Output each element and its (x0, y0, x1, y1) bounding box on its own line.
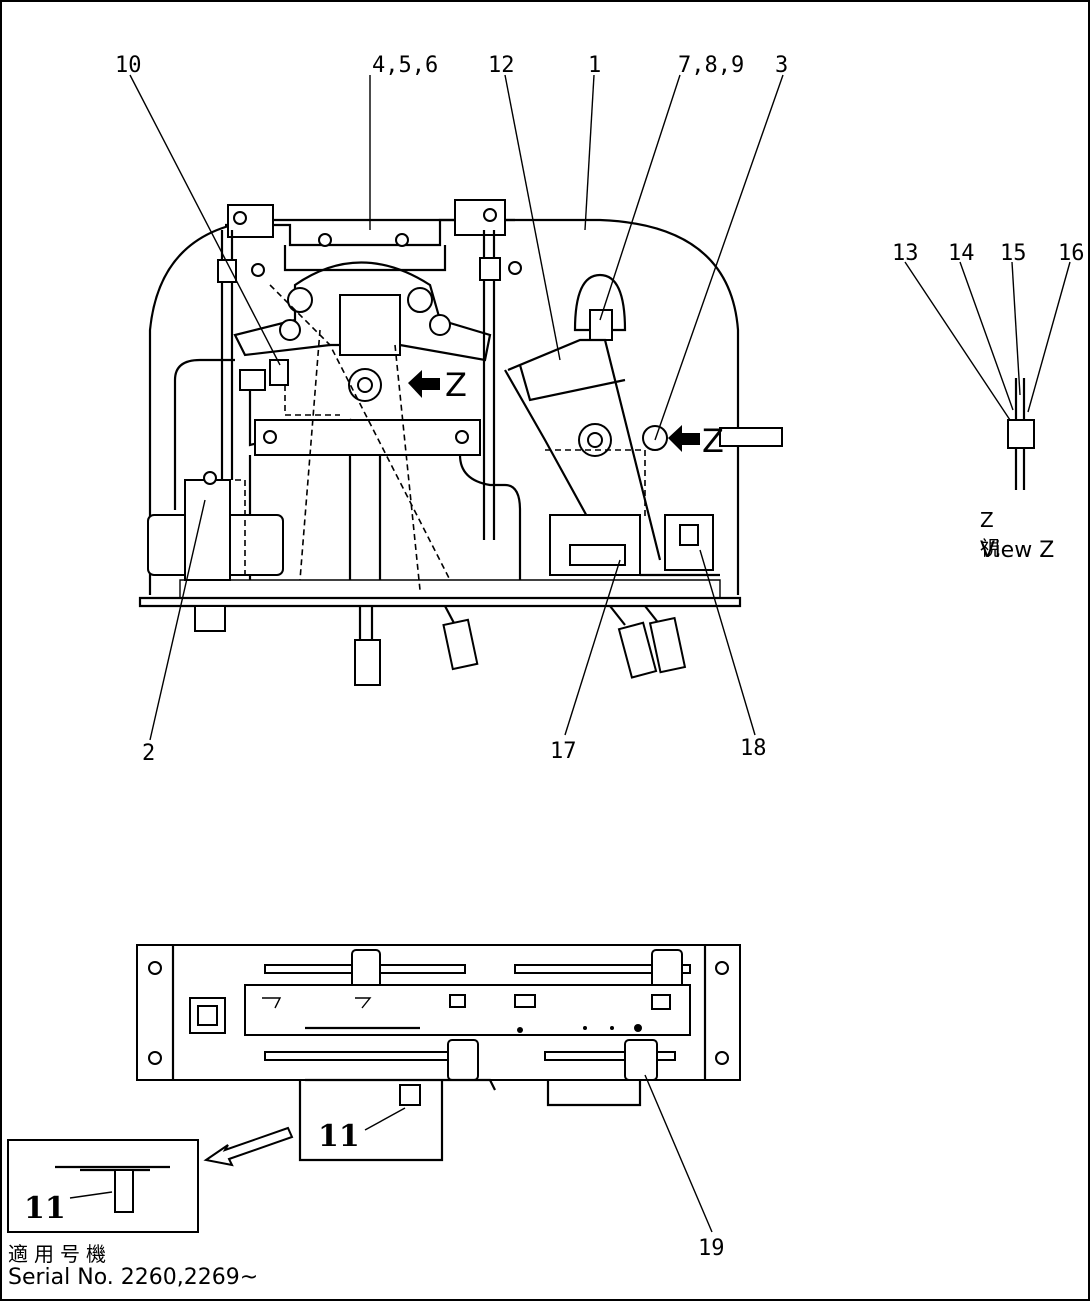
knob-3 (609, 605, 658, 679)
callout-19: 19 (698, 1236, 725, 1261)
main-assembly: Z Z (138, 199, 783, 686)
housing-outline (148, 218, 740, 595)
base-plate (138, 596, 742, 608)
applicability-label-jp: 適用号機 (8, 1242, 112, 1266)
knob-1 (354, 606, 381, 686)
slider-knob-4 (624, 1039, 658, 1081)
knob-4 (644, 605, 687, 674)
callout-17: 17 (550, 739, 577, 764)
serial-number-note: Serial No. 2260,2269~ (8, 1265, 259, 1290)
callout-4-5-6: 4,5,6 (372, 53, 438, 78)
callout-16: 16 (1058, 241, 1085, 266)
right-clip (454, 199, 506, 236)
view-marker-z-right: Z (702, 422, 724, 460)
callout-2: 2 (142, 741, 155, 766)
top-bracket (225, 218, 515, 247)
slider-knob-3 (447, 1039, 479, 1081)
knob-2 (442, 605, 479, 671)
leader-lines (129, 74, 784, 741)
callout-18: 18 (740, 736, 767, 761)
view-z-detail: 13 14 15 16 (892, 241, 1085, 490)
lower-plate (254, 419, 481, 456)
center-block (339, 294, 401, 356)
arrow-z-left (408, 370, 440, 398)
callout-10: 10 (115, 53, 142, 78)
callout-11-detail: 11 (24, 1191, 66, 1226)
callout-7-8-9: 7,8,9 (678, 53, 744, 78)
slider-arm (507, 338, 662, 561)
callout-14: 14 (948, 241, 975, 266)
gear-left (348, 368, 382, 402)
view-z-label-jp: Z 視 (980, 508, 1030, 560)
view-marker-z-left: Z (445, 366, 467, 404)
hollow-arrow (203, 1126, 294, 1167)
detail-11: 11 (7, 1139, 199, 1233)
lamp-holder (573, 273, 627, 332)
callout-1: 1 (588, 53, 601, 78)
view-z-label-en: View Z (980, 538, 1055, 563)
callout-12: 12 (488, 53, 515, 78)
callout-13: 13 (892, 241, 919, 266)
right-rod (482, 230, 496, 540)
control-panel: 11 19 (136, 944, 741, 1261)
callout-11-panel: 11 (318, 1119, 360, 1154)
arrow-z-right (668, 425, 700, 452)
gear-right (578, 423, 612, 457)
callout-15: 15 (1000, 241, 1027, 266)
callout-3: 3 (775, 53, 788, 78)
